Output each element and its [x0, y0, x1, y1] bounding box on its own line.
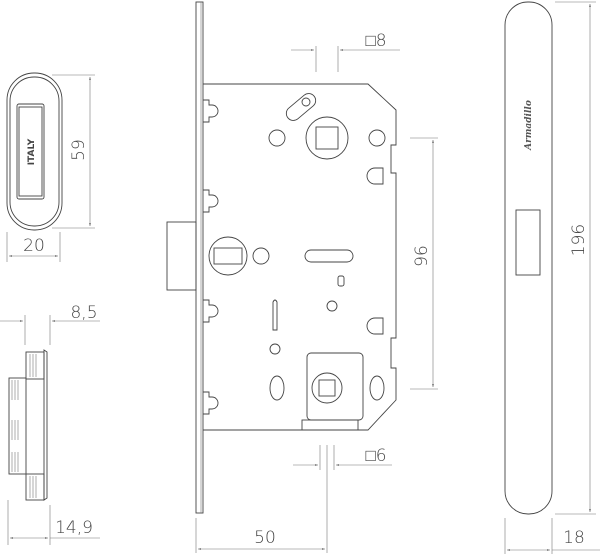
- dim-rosette-height: 59: [69, 139, 89, 161]
- dim-strike-height: 196: [569, 224, 589, 256]
- lock-dimensions: □8 96 □6 50: [195, 31, 438, 553]
- spindle-hub: [305, 116, 349, 160]
- strike-slot: [515, 209, 541, 276]
- rosette-front-view: ITALY 59 20: [6, 72, 95, 262]
- latch-bolt: [166, 221, 197, 291]
- dim-center-distance: 96: [412, 245, 432, 267]
- dim-rosette-depth-a: 8,5: [70, 303, 97, 323]
- dim-strike-width: 18: [563, 528, 585, 548]
- wc-hub: [208, 236, 248, 276]
- lock-body: [166, 1, 397, 514]
- rosette-italy-mark: ITALY: [27, 138, 37, 165]
- dim-rosette-width: 20: [23, 236, 45, 256]
- dim-spindle-square: □8: [365, 31, 386, 51]
- dim-wc-square: □6: [365, 446, 386, 466]
- dim-backset: 50: [254, 528, 276, 548]
- rosette-side-view: 8,5 14,9: [0, 303, 100, 545]
- brand-logo: Armadillo: [524, 100, 534, 151]
- dim-rosette-depth-b: 14,9: [55, 518, 93, 538]
- strike-plate: Armadillo 196 18: [504, 1, 600, 554]
